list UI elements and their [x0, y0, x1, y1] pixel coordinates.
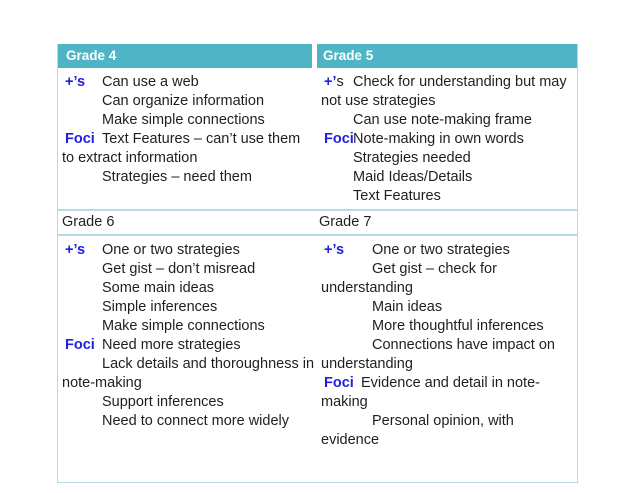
table-line: understanding — [317, 279, 577, 298]
line-text: evidence — [321, 432, 380, 448]
table-line: More thoughtful inferences — [317, 317, 577, 336]
table-line: Get gist – don’t misread — [58, 260, 317, 279]
line-text: Text Features – can’t use them — [102, 131, 301, 147]
table-line: Can organize information — [58, 92, 317, 111]
header-cell-gap — [312, 44, 317, 68]
line-text: Need more strategies — [102, 337, 241, 353]
line-text: Simple inferences — [102, 299, 218, 315]
line-text: Maid Ideas/Details — [353, 169, 473, 185]
line-text: Lack details and thoroughness in — [102, 356, 315, 372]
table-line: not use strategies — [317, 92, 577, 111]
line-label: Foci — [324, 375, 354, 391]
header-grade-6: Grade 6 — [62, 214, 115, 230]
table-body-row-upper: +’s Can use a web Can organize informati… — [58, 68, 577, 209]
line-text: Can organize information — [102, 93, 265, 109]
table-body-row-lower: +’s One or two strategies Get gist – don… — [58, 236, 577, 482]
line-text: More thoughtful inferences — [372, 318, 544, 334]
line-label: Foci — [65, 131, 95, 147]
line-text: to extract information — [62, 150, 198, 166]
line-text: Need to connect more widely — [102, 413, 289, 429]
cell-grade-4: +’s Can use a web Can organize informati… — [58, 68, 317, 209]
line-text: Note-making in own words — [353, 131, 524, 147]
line-text: Get gist – check for — [372, 261, 497, 277]
table-line: +’s One or two strategies — [58, 241, 317, 260]
line-text: understanding — [321, 280, 413, 296]
table-line: +’s One or two strategies — [317, 241, 577, 260]
table-line: Foci Need more strategies — [58, 336, 317, 355]
table-header-row-upper: Grade 4 Grade 5 — [58, 44, 577, 68]
line-text: Main ideas — [372, 299, 443, 315]
line-text: Personal opinion, with — [372, 413, 514, 429]
line-label: +’s — [65, 242, 86, 258]
line-text: Get gist – don’t misread — [102, 261, 256, 277]
header-grade-4: Grade 4 — [58, 44, 312, 68]
table-line: Strategies – need them — [58, 168, 317, 187]
table-line: Foci Text Features – can’t use them — [58, 130, 317, 149]
table-line: Need to connect more widely — [58, 412, 317, 431]
table-line: Support inferences — [58, 393, 317, 412]
cell-grade-6: +’s One or two strategies Get gist – don… — [58, 236, 317, 482]
line-text: not use strategies — [321, 93, 436, 109]
table-line: Personal opinion, with — [317, 412, 577, 431]
line-text: One or two strategies — [372, 242, 510, 258]
table-line: Connections have impact on — [317, 336, 577, 355]
table-line: to extract information — [58, 149, 317, 168]
line-text: note-making — [62, 375, 142, 391]
line-text: Evidence and detail in note- — [361, 375, 540, 391]
line-label: Foci — [65, 337, 95, 353]
line-text: Some main ideas — [102, 280, 215, 296]
line-label: +’s — [324, 242, 345, 258]
line-text: making — [321, 394, 368, 410]
table-line: Simple inferences — [58, 298, 317, 317]
line-text: Can use note-making frame — [353, 112, 532, 128]
table-line: Can use note-making frame — [317, 111, 577, 130]
table-header-row-lower: Grade 6 Grade 7 — [58, 209, 577, 236]
table-line: understanding — [317, 355, 577, 374]
line-text: Make simple connections — [102, 112, 265, 128]
line-text: Strategies needed — [353, 150, 471, 166]
table-line: Get gist – check for — [317, 260, 577, 279]
line-text: One or two strategies — [102, 242, 240, 258]
table-line: evidence — [317, 431, 577, 450]
table-line: Foci Note-making in own words — [317, 130, 577, 149]
table-line: Foci Evidence and detail in note- — [317, 374, 577, 393]
grade-assessment-table: Grade 4 Grade 5 +’s Can use a web Can or… — [57, 44, 578, 483]
table-line: making — [317, 393, 577, 412]
cell-grade-5: +’s Check for understanding but may not … — [317, 68, 577, 209]
table-line: Strategies needed — [317, 149, 577, 168]
table-line: +’s Check for understanding but may — [317, 73, 577, 92]
table-line: +’s Can use a web — [58, 73, 317, 92]
line-text: Support inferences — [102, 394, 224, 410]
line-label: Foci — [324, 131, 354, 147]
table-line: Some main ideas — [58, 279, 317, 298]
line-label: +’s — [324, 74, 344, 90]
line-text: understanding — [321, 356, 413, 372]
table-line: Make simple connections — [58, 317, 317, 336]
table-line: Maid Ideas/Details — [317, 168, 577, 187]
line-label: +’s — [65, 74, 86, 90]
line-text: Can use a web — [102, 74, 199, 90]
header-grade-5: Grade 5 — [317, 44, 577, 68]
table-line: note-making — [58, 374, 317, 393]
line-text: Strategies – need them — [102, 169, 252, 185]
line-text: Make simple connections — [102, 318, 265, 334]
table-line: Main ideas — [317, 298, 577, 317]
table-line: Lack details and thoroughness in — [58, 355, 317, 374]
table-line: Make simple connections — [58, 111, 317, 130]
table-line: Text Features — [317, 187, 577, 206]
cell-grade-7: +’s One or two strategies Get gist – che… — [317, 236, 577, 482]
line-text: Check for understanding but may — [353, 74, 567, 90]
line-text: Connections have impact on — [372, 337, 555, 353]
line-text: Text Features — [353, 188, 441, 204]
header-grade-7: Grade 7 — [319, 214, 372, 230]
